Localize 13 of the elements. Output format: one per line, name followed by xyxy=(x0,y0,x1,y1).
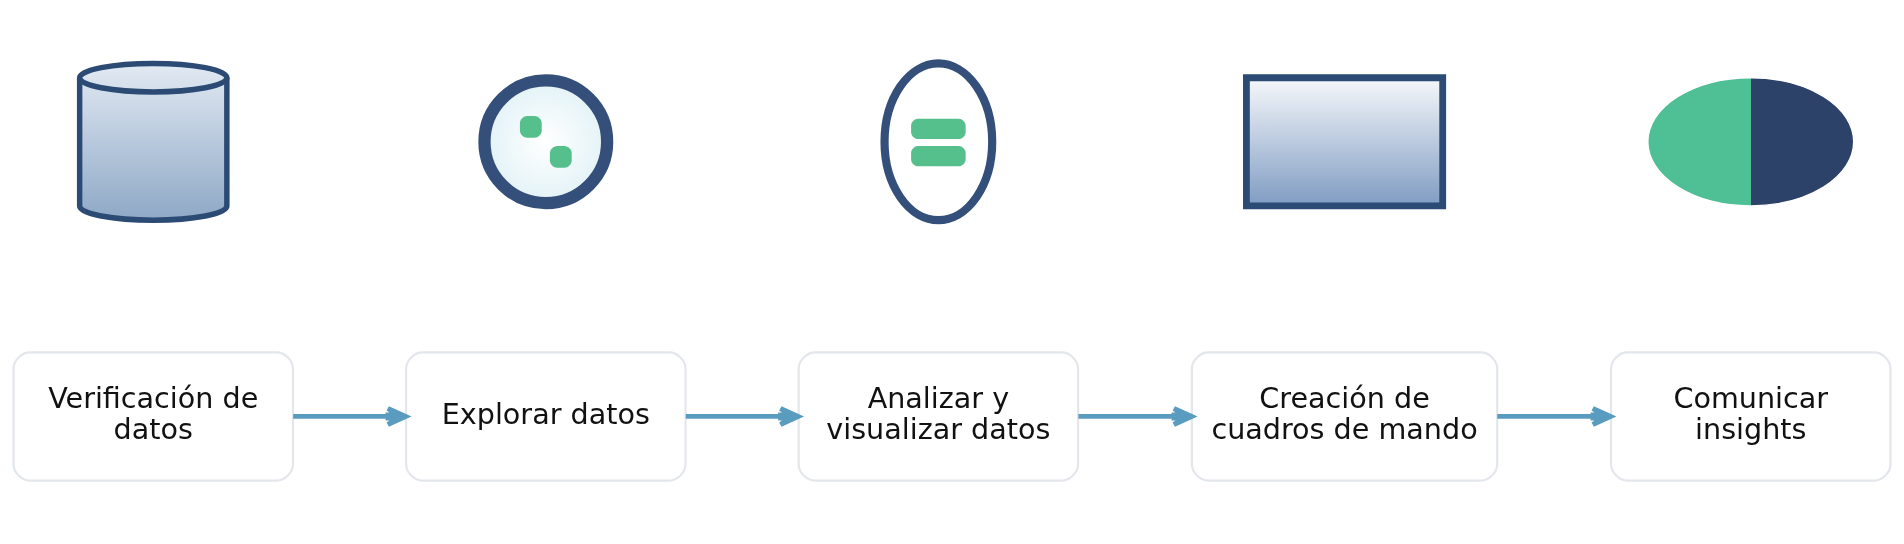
node-box: Analizar y visualizar datos xyxy=(797,351,1080,482)
node-picture xyxy=(880,59,997,225)
arrow xyxy=(293,406,409,427)
arrow xyxy=(685,406,801,427)
arrow xyxy=(1078,406,1195,427)
node-box: Comunicar insights xyxy=(1609,351,1892,482)
node-person xyxy=(1647,77,1855,207)
node-box: Verificación de datos xyxy=(12,351,295,482)
node-box: Creación de cuadros de mando xyxy=(1190,351,1499,482)
node-picture xyxy=(1243,74,1447,210)
node-picture xyxy=(478,74,614,210)
node-box: Explorar datos xyxy=(405,351,687,482)
arrow xyxy=(1497,406,1614,427)
